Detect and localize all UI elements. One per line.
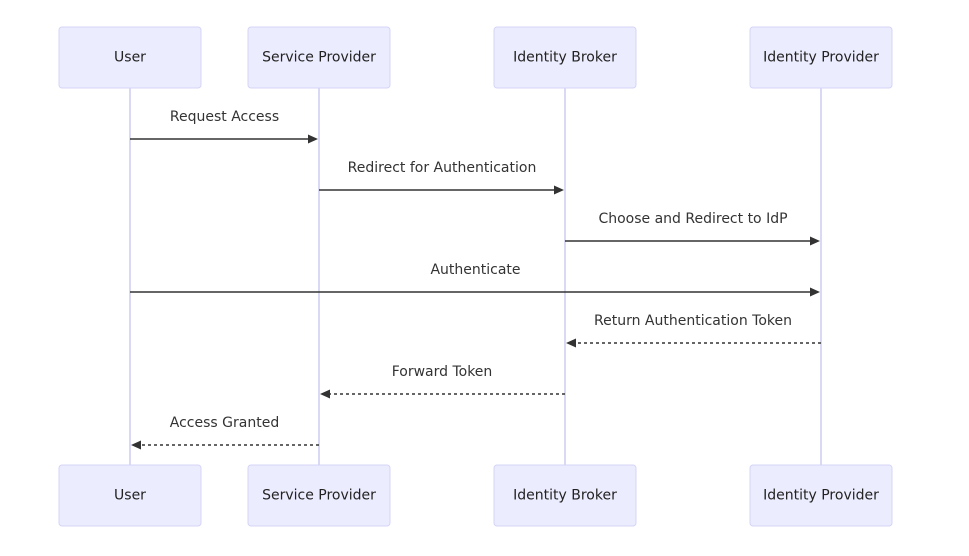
message-label: Access Granted bbox=[170, 415, 279, 431]
message-label: Authenticate bbox=[430, 262, 520, 278]
actor-top-idp: Identity Provider bbox=[749, 26, 893, 89]
actor-label: Service Provider bbox=[262, 488, 376, 504]
arrowhead-icon bbox=[810, 236, 820, 246]
actor-label: Identity Broker bbox=[513, 50, 617, 66]
message-label: Redirect for Authentication bbox=[348, 160, 537, 176]
actor-box bbox=[749, 26, 893, 89]
actor-box bbox=[493, 26, 637, 89]
lifelines bbox=[129, 88, 822, 465]
message-label: Return Authentication Token bbox=[594, 313, 792, 329]
actor-label: Identity Provider bbox=[763, 50, 879, 66]
message-3: Choose and Redirect to IdP bbox=[565, 211, 820, 246]
message-label: Choose and Redirect to IdP bbox=[598, 211, 787, 227]
actor-label: User bbox=[114, 488, 146, 504]
actor-box bbox=[493, 464, 637, 527]
actors-bottom: User Service Provider Identity Broker Ident… bbox=[58, 464, 893, 527]
actor-bottom-sp: Service Provider bbox=[247, 464, 391, 527]
actor-bottom-broker: Identity Broker bbox=[493, 464, 637, 527]
message-1: Request Access bbox=[130, 109, 318, 144]
actor-box bbox=[58, 464, 202, 527]
arrowhead-icon bbox=[320, 389, 330, 399]
actor-label: Service Provider bbox=[262, 50, 376, 66]
arrowhead-icon bbox=[131, 440, 141, 450]
arrowhead-icon bbox=[566, 338, 576, 348]
actor-label: Identity Provider bbox=[763, 488, 879, 504]
message-6: Forward Token bbox=[320, 364, 565, 399]
actor-box bbox=[58, 26, 202, 89]
message-5: Return Authentication Token bbox=[566, 313, 821, 348]
actor-box bbox=[247, 464, 391, 527]
actor-top-user: User bbox=[58, 26, 202, 89]
arrowhead-icon bbox=[810, 287, 820, 297]
message-2: Redirect for Authentication bbox=[319, 160, 564, 195]
actor-bottom-idp: Identity Provider bbox=[749, 464, 893, 527]
actor-label: User bbox=[114, 50, 146, 66]
message-label: Forward Token bbox=[392, 364, 493, 380]
actor-top-broker: Identity Broker bbox=[493, 26, 637, 89]
actor-label: Identity Broker bbox=[513, 488, 617, 504]
arrowhead-icon bbox=[308, 134, 318, 144]
message-7: Access Granted bbox=[131, 415, 319, 450]
actor-top-sp: Service Provider bbox=[247, 26, 391, 89]
actors-top: User Service Provider Identity Broker Ident… bbox=[58, 26, 893, 89]
message-label: Request Access bbox=[170, 109, 279, 125]
actor-box bbox=[749, 464, 893, 527]
arrowhead-icon bbox=[554, 185, 564, 195]
message-4: Authenticate bbox=[130, 262, 820, 297]
actor-bottom-user: User bbox=[58, 464, 202, 527]
actor-box bbox=[247, 26, 391, 89]
